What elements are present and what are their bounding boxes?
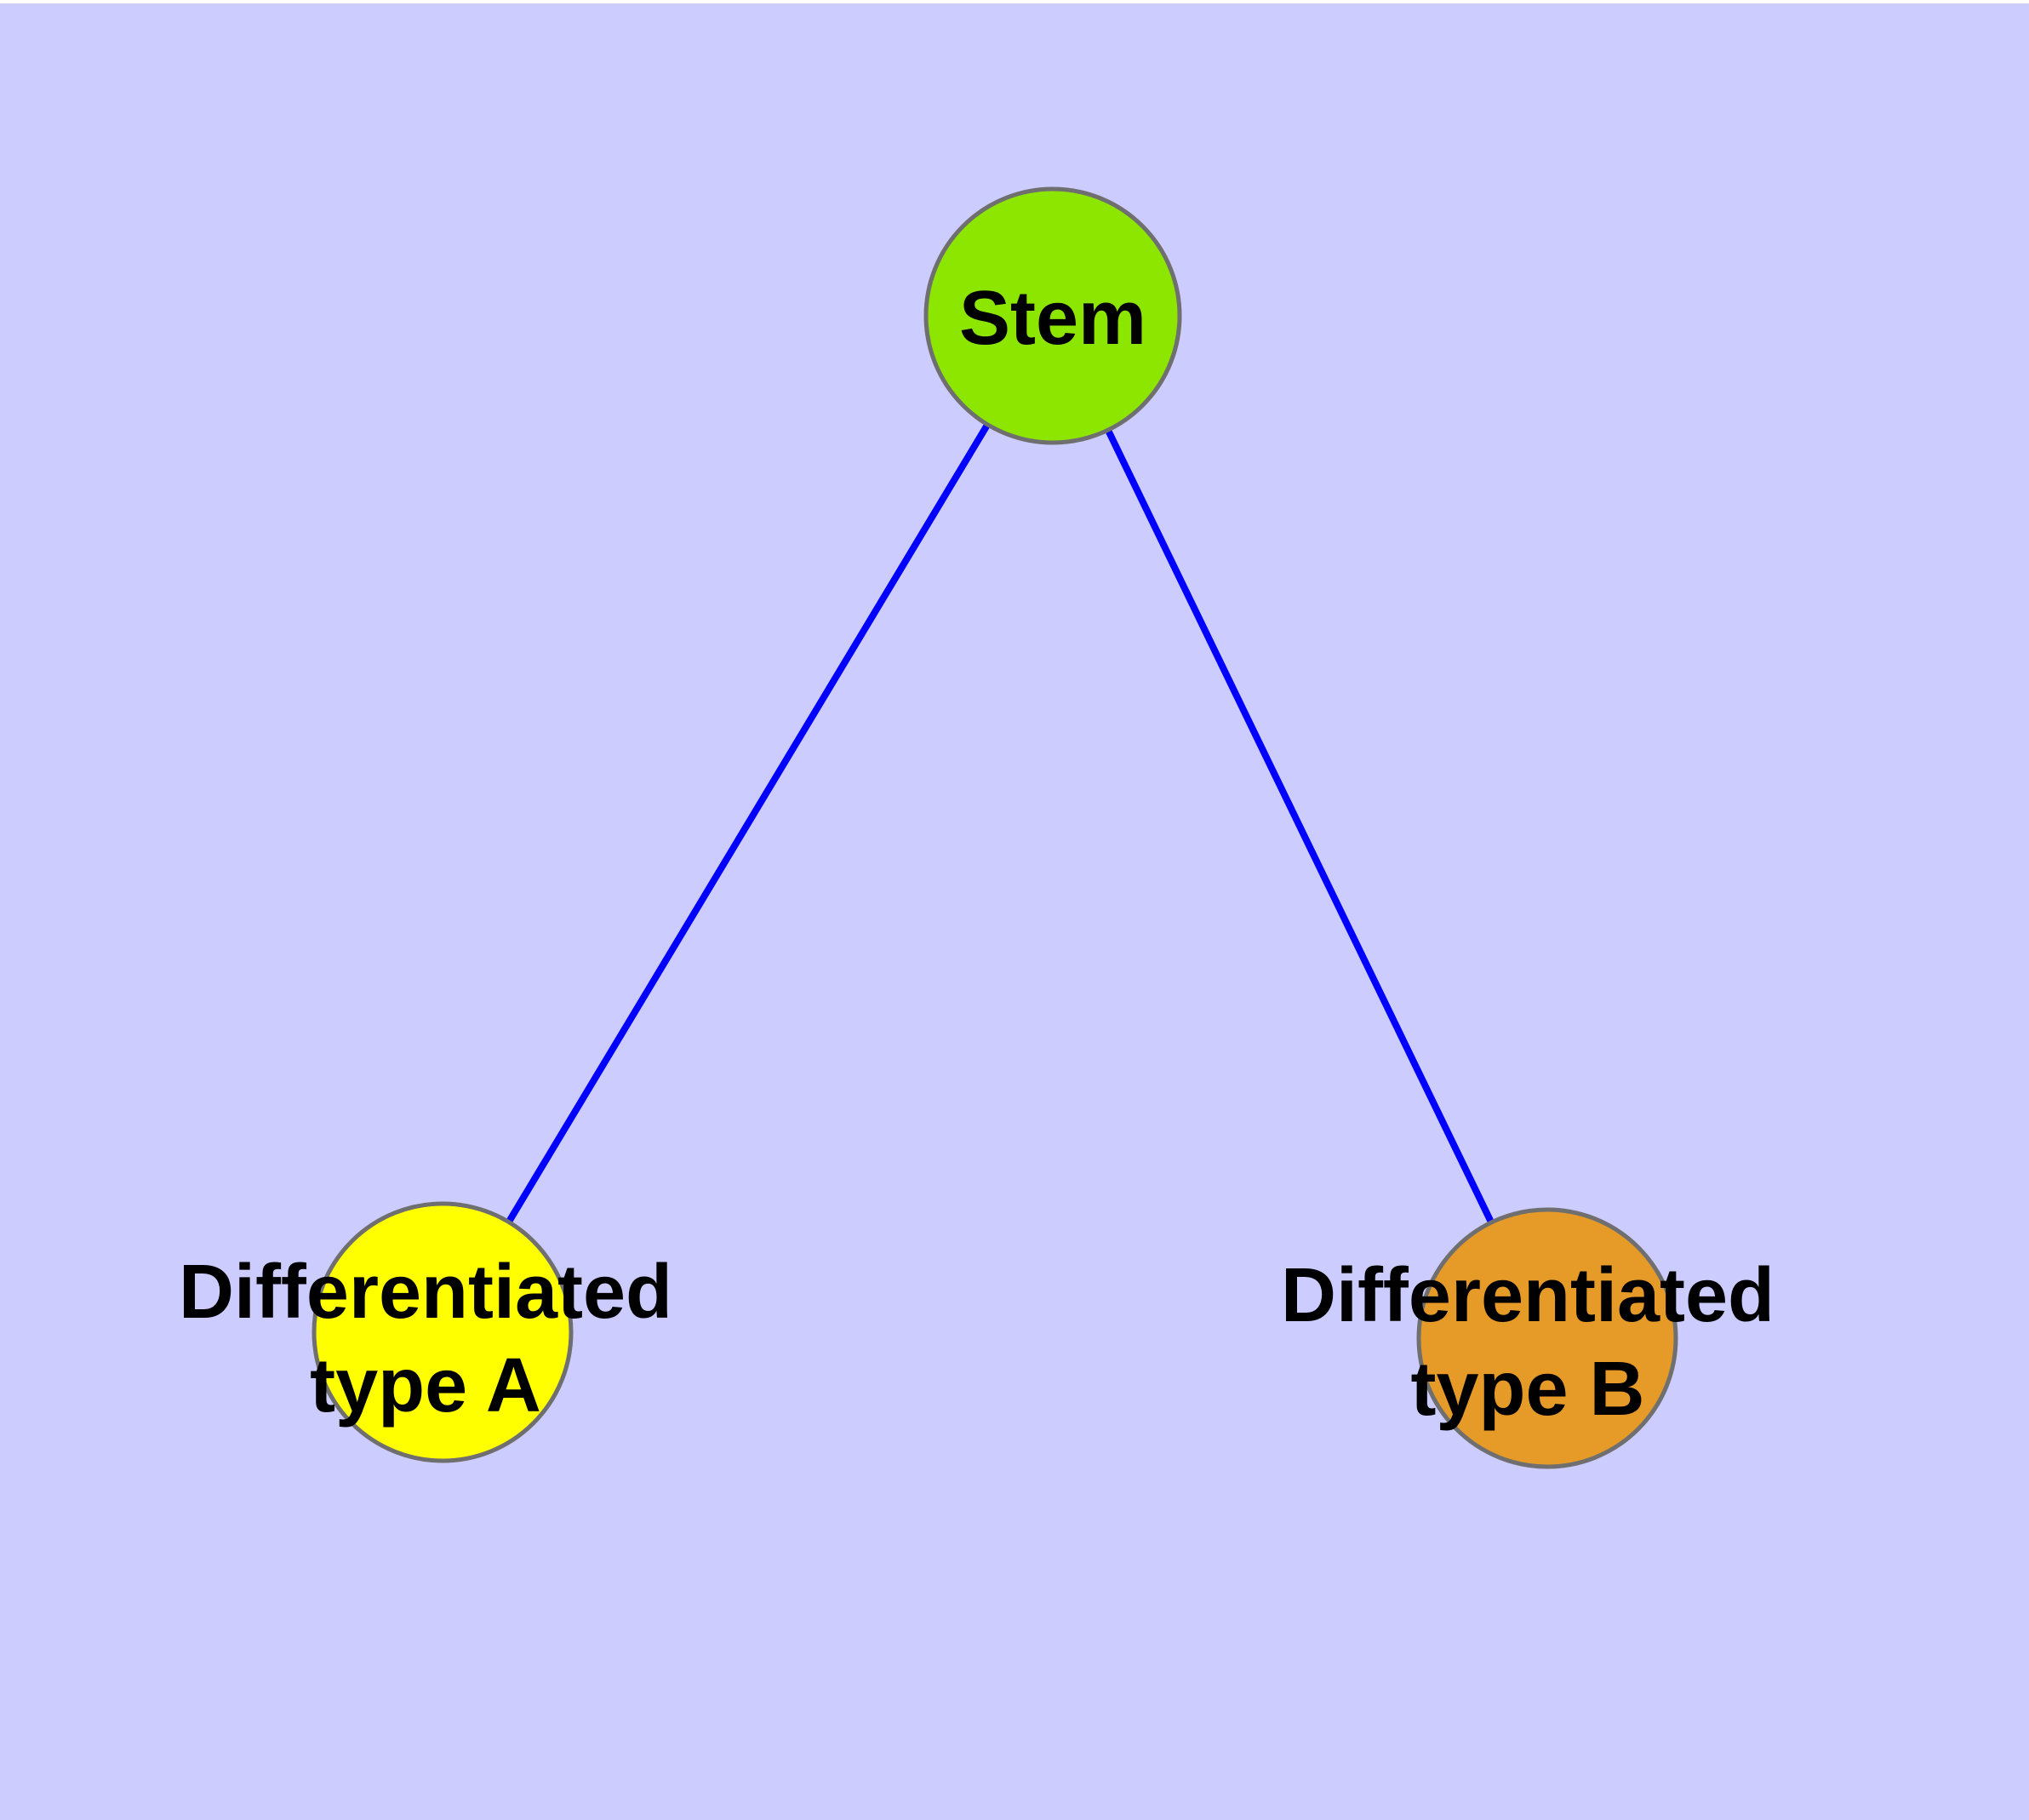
node-stem-circle — [923, 186, 1182, 445]
top-margin-strip — [0, 0, 2029, 3]
node-type-a-label-line2: type A — [310, 1343, 541, 1428]
node-type-a-circle — [311, 1201, 574, 1463]
edge-stem-to-type-a — [439, 313, 1056, 1335]
node-stem-label: Stem — [959, 276, 1146, 361]
node-type-b-label-line2: type B — [1410, 1347, 1644, 1432]
node-type-a-label-line1: Differentiated — [179, 1250, 672, 1335]
node-differentiated-type-a: Differentiated type A — [179, 1201, 672, 1463]
edge-stem-to-type-b — [1049, 314, 1551, 1340]
node-stem: Stem — [923, 186, 1182, 445]
node-type-b-label-line1: Differentiated — [1281, 1253, 1775, 1338]
node-differentiated-type-b: Differentiated type B — [1281, 1207, 1775, 1469]
node-type-b-circle — [1416, 1207, 1678, 1469]
